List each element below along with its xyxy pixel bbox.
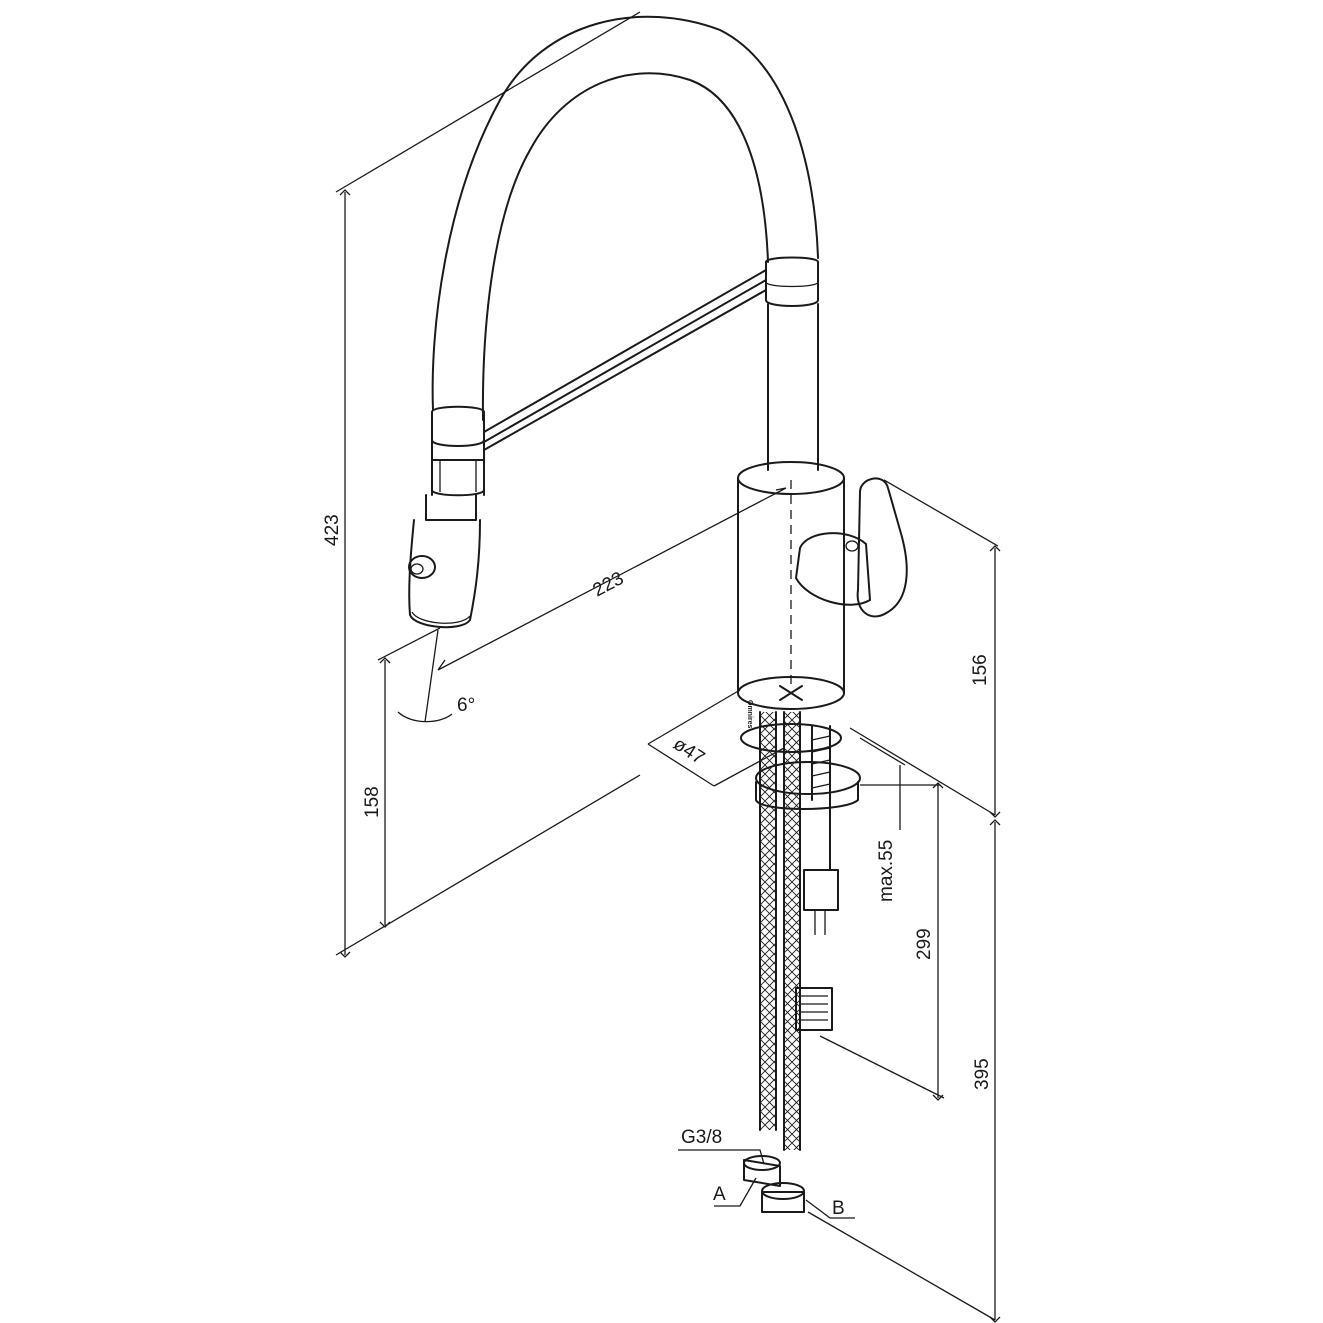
holder-bar: [483, 269, 767, 451]
faucet-outline: Omnires: [408, 15, 908, 1213]
dim-spray-height: 158: [362, 786, 383, 818]
label-thread: G3/8: [681, 1127, 722, 1148]
dimension-lines: [335, 11, 1001, 1323]
spray-head: [408, 405, 485, 629]
dim-total-height: 423: [322, 514, 343, 546]
label-connection-b: B: [832, 1198, 845, 1219]
dim-spray-angle: 6°: [457, 695, 475, 716]
brand-mark: Omnires: [746, 700, 753, 729]
label-connection-a: A: [713, 1184, 726, 1205]
mixer-body: Omnires: [737, 461, 845, 729]
dim-body-height: 156: [970, 654, 991, 686]
dim-spout-reach: 223: [589, 568, 627, 601]
lever-handle: [795, 477, 908, 618]
spray-toggle-button: [408, 555, 436, 579]
column-collar: [765, 256, 819, 307]
gooseneck-spout-inner: [481, 72, 769, 421]
gooseneck-spout: [431, 15, 819, 411]
braided-hoses: [743, 711, 833, 1213]
vertical-column: [767, 303, 819, 471]
dim-max-deck: max.55: [876, 840, 897, 902]
dim-hose-299: 299: [914, 928, 935, 960]
dim-hose-395: 395: [972, 1058, 993, 1090]
dim-base-diameter: ø47: [669, 734, 708, 769]
